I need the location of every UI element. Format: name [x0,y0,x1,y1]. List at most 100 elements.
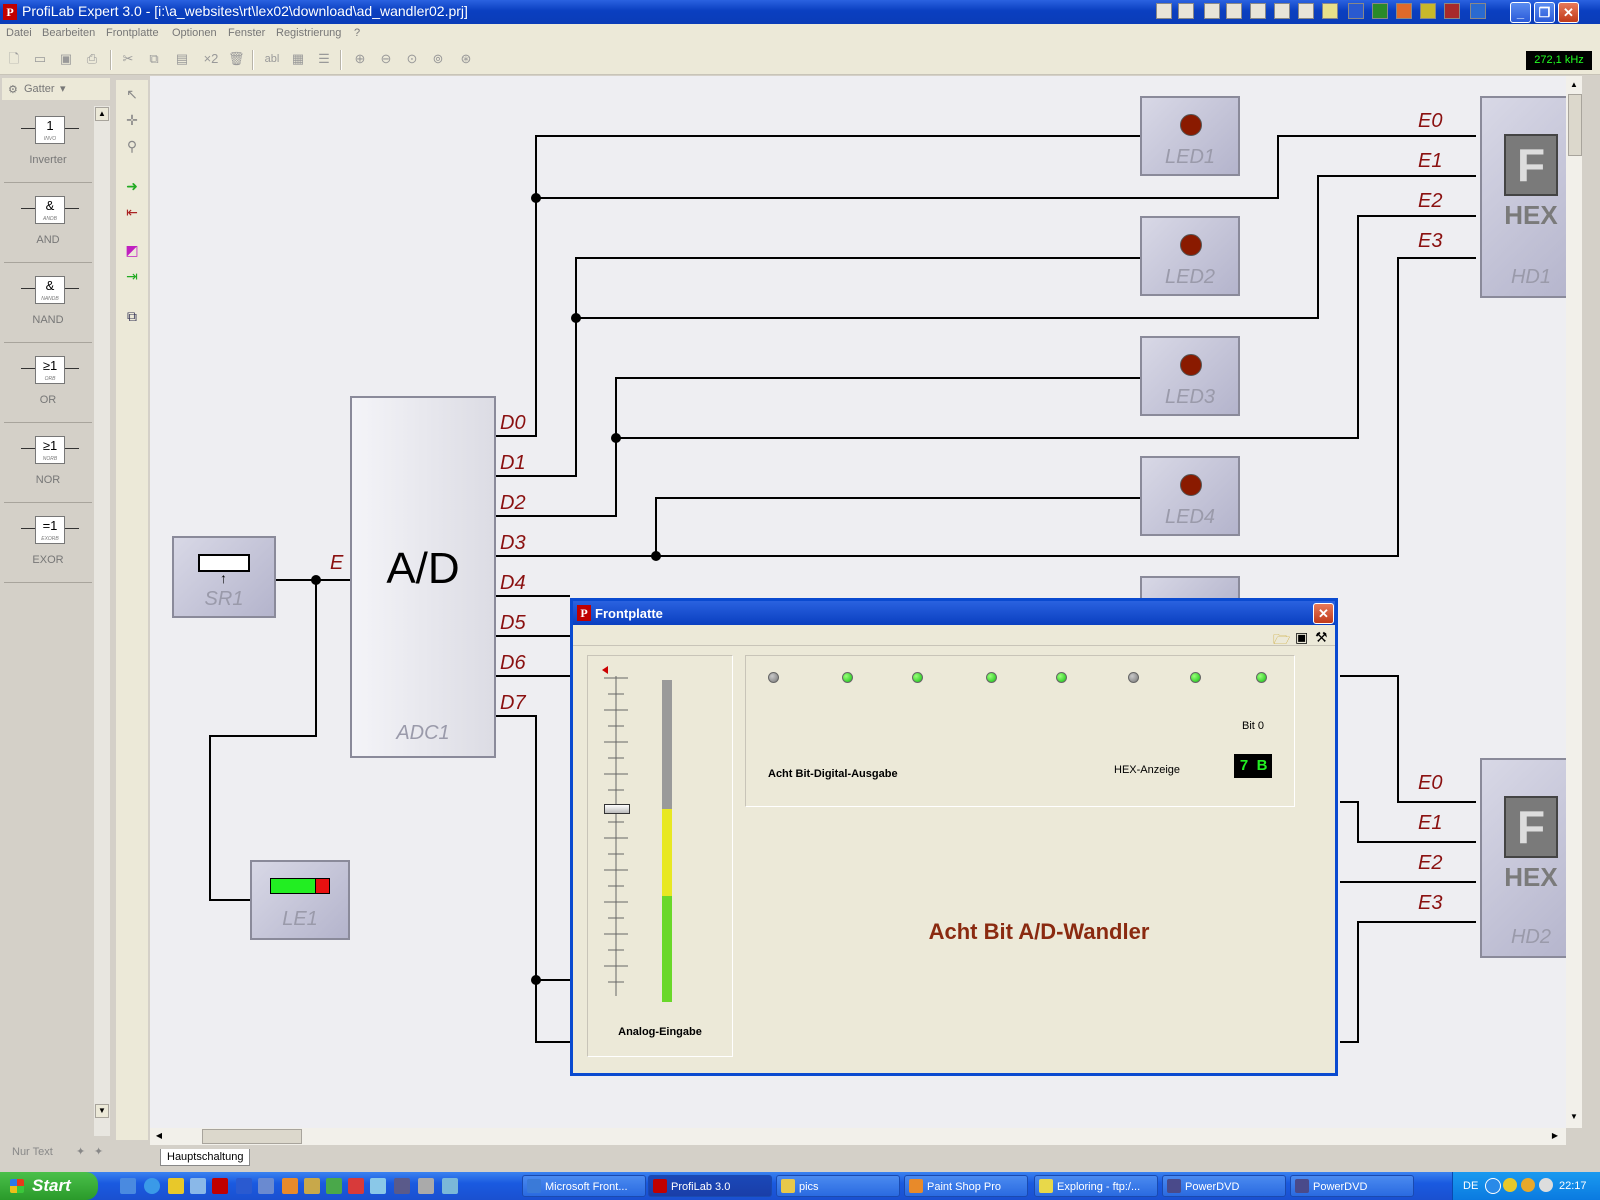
analog-slider-knob[interactable] [604,804,630,814]
excel-icon[interactable] [1372,3,1388,19]
taskbar-button[interactable]: PowerDVD [1162,1175,1286,1197]
quicklaunch-icon[interactable] [120,1178,136,1194]
quicklaunch-icon[interactable] [258,1178,274,1194]
frontplatte-window[interactable]: P Frontplatte ✕ 🗁 ▣ ⚒ [570,598,1338,1076]
delete-icon[interactable]: 🗑 [228,51,245,66]
scroll-down-arrow[interactable]: ▼ [95,1104,109,1118]
level-display-le1[interactable]: LE1 [250,860,350,940]
quicklaunch-icon[interactable] [190,1178,206,1194]
text-tool-button[interactable]: abl [264,53,280,65]
paste-icon[interactable]: ▤ [175,51,189,66]
crosshair-icon[interactable]: ✛ [126,112,138,128]
menu-bearbeiten[interactable]: Bearbeiten [42,27,96,39]
quicklaunch-icon[interactable] [1274,3,1290,19]
scroll-up-arrow[interactable]: ▲ [1570,80,1578,89]
scroll-down-arrow[interactable]: ▼ [1570,1112,1578,1121]
open-folder-icon[interactable]: 🗁 [1273,631,1291,647]
tools-icon[interactable]: ⚒ [1315,629,1328,645]
quicklaunch-icon[interactable] [1226,3,1242,19]
quicklaunch-icon[interactable] [304,1178,320,1194]
adc-component[interactable]: A/D ADC1 [350,396,496,758]
menu-optionen[interactable]: Optionen [172,27,217,39]
list-icon[interactable]: ☰ [318,51,330,66]
magnifier-icon[interactable]: ⚲ [126,138,138,154]
pin-icon[interactable]: ✦ [94,1146,104,1158]
menu-fenster[interactable]: Fenster [228,27,266,39]
print-icon[interactable]: ⎙ [86,51,98,66]
access-icon[interactable] [1444,3,1460,19]
hex-display-hd2[interactable]: F HEX HD2 [1480,758,1566,958]
color-tool-icon[interactable]: ◩ [125,242,139,258]
save-icon[interactable]: ▣ [59,51,73,66]
led-component-led4[interactable]: LED4 [1140,456,1240,536]
quicklaunch-icon[interactable] [326,1178,342,1194]
quicklaunch-icon[interactable] [1470,3,1486,19]
restore-button[interactable]: ❐ [1534,2,1555,23]
taskbar-button[interactable]: Exploring - ftp:/... [1034,1175,1158,1197]
window-tool-icon[interactable]: ⧉ [127,308,137,324]
app-icon[interactable]: P [3,4,17,20]
taskbar-button[interactable]: PowerDVD [1290,1175,1414,1197]
canvas-vertical-scrollbar[interactable]: ▲ ▼ [1566,76,1582,1128]
start-button[interactable]: Start [0,1172,98,1200]
internet-explorer-icon[interactable] [144,1178,160,1194]
quicklaunch-icon[interactable] [1156,3,1172,19]
pointer-icon[interactable]: ↖ [126,86,138,102]
scroll-right-arrow[interactable]: ▶ [1551,1131,1559,1140]
led-component-led1[interactable]: LED1 [1140,96,1240,176]
tab-hauptschaltung[interactable]: Hauptschaltung [160,1149,251,1166]
quicklaunch-icon[interactable] [418,1178,434,1194]
quicklaunch-icon[interactable] [236,1178,252,1194]
duplicate-button[interactable]: ×2 [203,51,219,66]
quicklaunch-icon[interactable] [168,1178,184,1194]
palette-scrollbar[interactable]: ▲ ▼ [94,106,110,1136]
zoom-all-icon[interactable]: ⊛ [460,51,472,66]
run-arrow-icon[interactable]: ➜ [126,178,138,194]
tray-icon[interactable] [1503,1178,1517,1192]
save-icon[interactable]: ▣ [1295,629,1309,645]
led-component-led2[interactable]: LED2 [1140,216,1240,296]
menu-datei[interactable]: Datei [6,27,32,39]
scroll-thumb[interactable] [1568,94,1582,156]
word-icon[interactable] [1348,3,1364,19]
taskbar-button[interactable]: Paint Shop Pro [904,1175,1028,1197]
zoom-out-icon[interactable]: ⊖ [380,51,392,66]
led-component-led3[interactable]: LED3 [1140,336,1240,416]
tray-icon[interactable] [1521,1178,1535,1192]
scroll-left-arrow[interactable]: ◀ [155,1131,163,1140]
quicklaunch-icon[interactable] [1298,3,1314,19]
open-folder-icon[interactable]: ▭ [33,51,47,66]
profilab-icon[interactable] [212,1178,228,1194]
palette-category-selector[interactable]: ⚙ Gatter ▾ [2,78,110,100]
pin-icon[interactable]: ✦ [76,1146,86,1158]
quicklaunch-icon[interactable] [282,1178,298,1194]
minimize-button[interactable]: _ [1510,2,1531,23]
language-indicator[interactable]: DE [1463,1180,1479,1192]
volume-icon[interactable] [1539,1178,1553,1192]
clock[interactable]: 22:17 [1559,1180,1587,1192]
powerpoint-icon[interactable] [1396,3,1412,19]
notes-icon[interactable] [1322,3,1338,19]
quicklaunch-icon[interactable] [1420,3,1436,19]
stop-icon[interactable]: ⇤ [126,204,138,220]
scroll-up-arrow[interactable]: ▲ [95,107,109,121]
taskbar-button[interactable]: ProfiLab 3.0 [648,1175,772,1197]
copy-icon[interactable]: ⧉ [149,51,159,66]
pin-tool-icon[interactable]: ⇥ [126,268,138,284]
hex-display-hd1[interactable]: F HEX HD1 [1480,96,1566,298]
quicklaunch-icon[interactable] [370,1178,386,1194]
new-file-icon[interactable]: 🗋 [8,51,20,66]
zoom-in-icon[interactable]: ⊕ [354,51,366,66]
slider-component-sr1[interactable]: ↑ SR1 [172,536,276,618]
taskbar-button[interactable]: Microsoft Front... [522,1175,646,1197]
cut-icon[interactable]: ✂ [122,51,134,66]
scroll-thumb[interactable] [202,1129,302,1144]
menu-frontplatte[interactable]: Frontplatte [106,27,159,39]
close-button[interactable]: ✕ [1558,2,1579,23]
zoom-page-icon[interactable]: ⊚ [432,51,444,66]
